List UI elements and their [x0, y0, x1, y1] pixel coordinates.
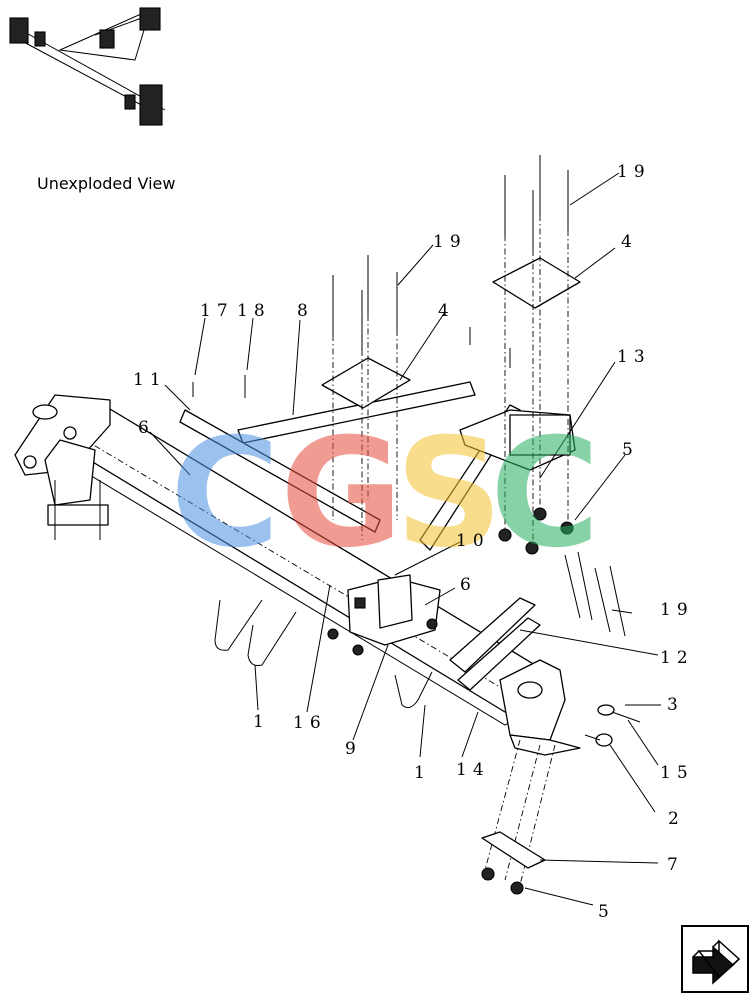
nuts: [327, 507, 574, 895]
callout-4-left: 4: [438, 301, 455, 321]
callout-13: 13: [617, 347, 651, 367]
watermark-letter-1: C: [170, 407, 280, 581]
callout-11: 11: [133, 370, 167, 390]
callout-8: 8: [297, 301, 314, 321]
callout-3: 3: [667, 695, 684, 715]
mount-plate-4-left: [321, 357, 411, 409]
unexploded-thumbnail: [9, 7, 166, 126]
next-page-arrow-icon: [692, 939, 741, 985]
callout-1-center: 1: [414, 763, 431, 783]
flat-bar-8: [237, 381, 476, 444]
right-end-bracket: [449, 597, 581, 756]
watermark-letter-4: C: [490, 407, 600, 581]
callout-1-left: 1: [253, 712, 270, 732]
callout-14: 14: [456, 760, 490, 780]
callout-4-right: 4: [621, 232, 638, 252]
callout-15: 15: [660, 763, 694, 783]
next-page-button[interactable]: [681, 925, 749, 993]
callout-5-bottom: 5: [598, 902, 615, 922]
callout-16: 16: [293, 713, 327, 733]
bottom-plate-7: [481, 831, 546, 869]
assembly-centerlines: [332, 215, 569, 886]
watermark-letter-2: G: [280, 407, 403, 581]
callout-6-left: 6: [138, 418, 155, 438]
callout-12: 12: [660, 648, 694, 668]
callout-19-top-center: 19: [433, 232, 467, 252]
leader-lines: [149, 172, 661, 906]
callout-9: 9: [345, 739, 362, 759]
callout-2: 2: [668, 809, 685, 829]
left-end-bracket: [14, 394, 111, 540]
callout-7: 7: [667, 855, 684, 875]
u-bolts: [214, 599, 433, 709]
callout-6-center: 6: [460, 575, 477, 595]
watermark: C G S C: [170, 407, 600, 581]
center-mount-bracket: [347, 574, 441, 646]
callout-labels: 19 19 4 17 18 8 4 13 11 6 5 10 6 19 12 3…: [133, 162, 694, 922]
long-bolts-19: [332, 155, 626, 637]
small-bolts: [192, 327, 511, 398]
callout-10: 10: [456, 531, 490, 551]
hitch-pins: [584, 704, 641, 747]
unexploded-view-caption: Unexploded View: [37, 174, 175, 193]
watermark-letter-3: S: [395, 407, 503, 581]
callout-19-top-right: 19: [617, 162, 651, 182]
mount-plate-4-right: [492, 257, 581, 309]
callout-18: 18: [237, 301, 271, 321]
callout-17: 17: [200, 301, 234, 321]
callout-5-top: 5: [622, 440, 639, 460]
flat-bar-11: [179, 409, 381, 533]
callout-19-lower: 19: [660, 600, 694, 620]
